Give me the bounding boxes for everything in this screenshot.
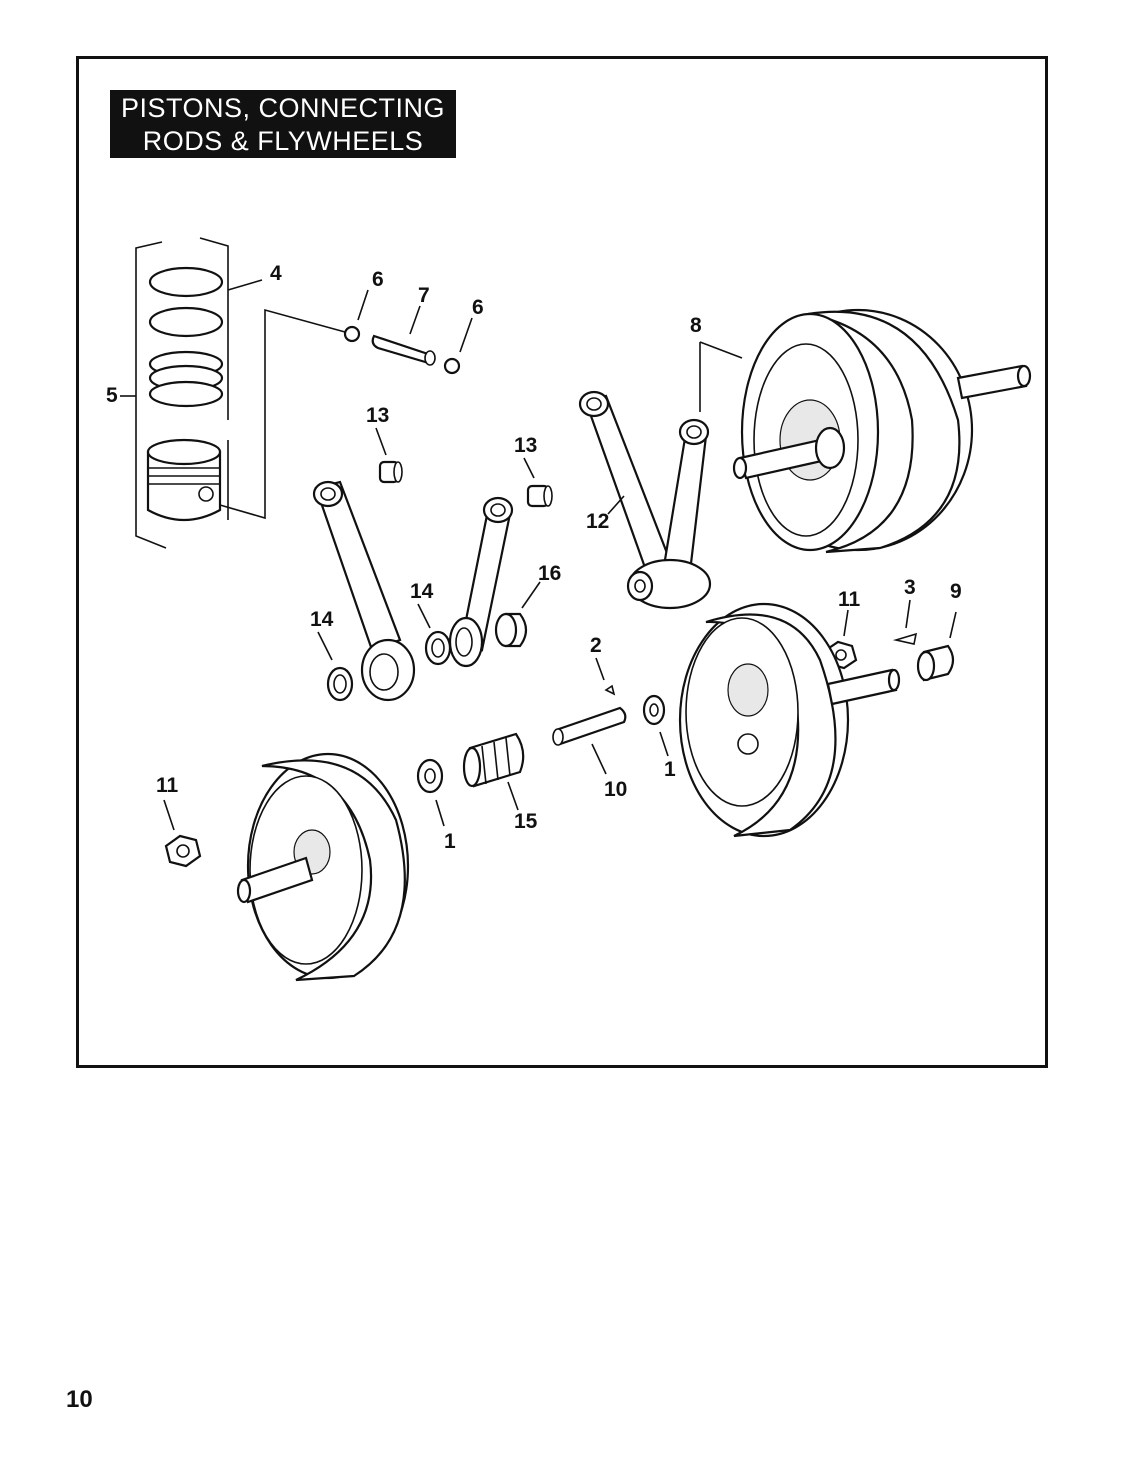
callout-16: 16 xyxy=(538,562,561,585)
woodruff-key xyxy=(892,632,918,645)
bearing-race xyxy=(494,612,528,648)
callout-12: 12 xyxy=(586,510,609,533)
rod-bushing-left xyxy=(378,460,403,484)
spacer-washer-right xyxy=(642,694,666,726)
callout-15: 15 xyxy=(514,810,538,833)
spacer-washer-left xyxy=(416,758,444,794)
pinion-bushing xyxy=(916,644,955,682)
roller-bearing xyxy=(462,732,525,788)
crankpin xyxy=(552,706,627,746)
connecting-rod-rear xyxy=(448,496,514,668)
pinion-flywheel xyxy=(678,602,901,838)
piston-rings xyxy=(148,266,224,408)
page-number: 10 xyxy=(66,1386,93,1413)
rod-bushing-right xyxy=(526,484,553,508)
thrust-washer-left xyxy=(326,666,354,702)
callout-4: 4 xyxy=(270,262,282,285)
callout-1: 1 xyxy=(664,758,676,781)
sprocket-flywheel xyxy=(236,752,410,982)
callout-labels: 4 6 7 6 5 8 13 13 12 14 14 16 11 3 9 2 1… xyxy=(106,262,962,853)
connecting-rod-front xyxy=(312,480,416,702)
callout-3: 3 xyxy=(904,576,916,599)
callout-13b: 13 xyxy=(514,434,537,457)
flywheel-assembly xyxy=(732,308,1032,554)
wrist-pin-clip-right xyxy=(443,357,461,375)
flywheel-nut-left xyxy=(164,834,202,868)
callout-2: 2 xyxy=(590,634,602,657)
callout-14: 14 xyxy=(410,580,434,603)
callout-11: 11 xyxy=(838,588,861,611)
title-line-2: RODS & FLYWHEELS xyxy=(142,126,424,156)
piston xyxy=(146,438,222,521)
callout-7: 7 xyxy=(418,284,430,307)
connecting-rod-assembly xyxy=(578,390,712,610)
callout-6b: 6 xyxy=(472,296,484,319)
diagram-frame xyxy=(76,56,1048,1068)
crankpin-plug xyxy=(604,684,616,696)
callout-9: 9 xyxy=(950,580,962,603)
title-line-1: PISTONS, CONNECTING xyxy=(120,93,446,123)
callout-8: 8 xyxy=(690,314,702,337)
thrust-washer-right xyxy=(424,630,452,666)
callout-13: 13 xyxy=(366,404,389,427)
callout-14b: 14 xyxy=(310,608,334,631)
callout-6: 6 xyxy=(372,268,384,291)
callout-5: 5 xyxy=(106,384,118,407)
wrist-pin-clip-left xyxy=(343,325,361,343)
callout-1b: 1 xyxy=(444,830,456,853)
callout-11b: 11 xyxy=(156,774,179,797)
diagram-title: PISTONS, CONNECTING RODS & FLYWHEELS xyxy=(110,90,456,158)
callout-10: 10 xyxy=(604,778,627,801)
wrist-pin xyxy=(371,334,436,366)
